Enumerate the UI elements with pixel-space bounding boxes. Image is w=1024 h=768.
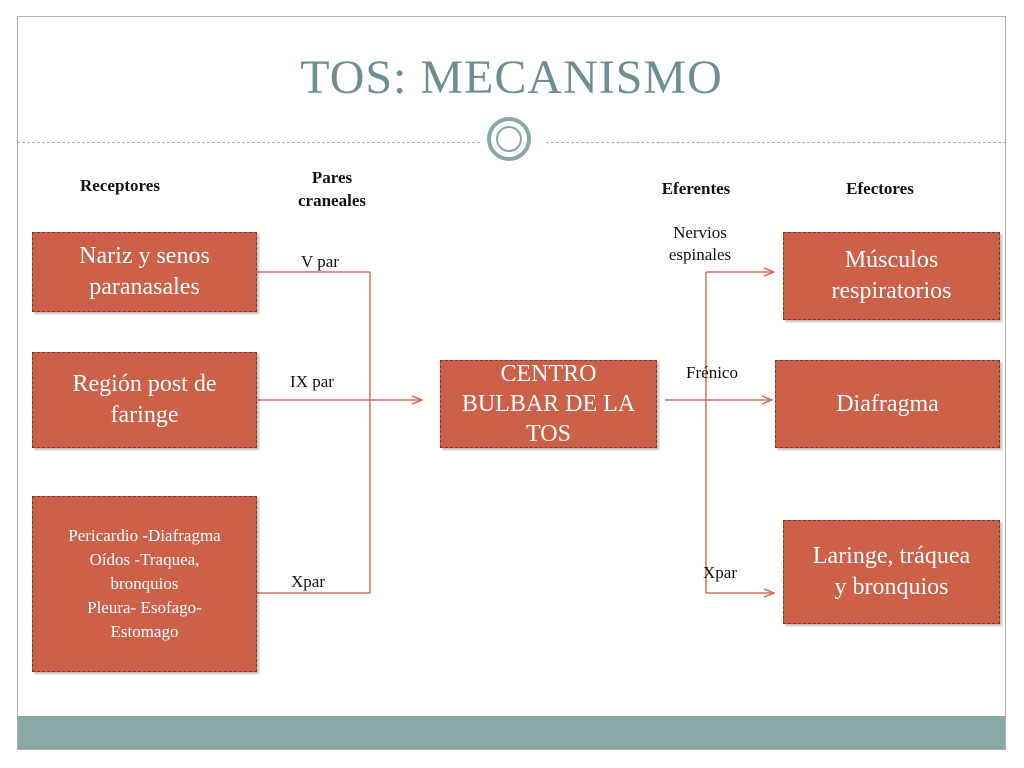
header-receptores: Receptores xyxy=(80,176,160,195)
label-frenico: Frénico xyxy=(686,363,738,382)
receptor-label-nariz: Nariz y senos paranasales xyxy=(79,243,210,300)
label-ix-par: IX par xyxy=(290,372,334,391)
receptor-box-nariz: Nariz y senos paranasales xyxy=(32,232,257,312)
label-v-par: V par xyxy=(301,252,339,271)
receptor-box-otros: Pericardio -Diafragma Oídos -Traquea, br… xyxy=(32,496,257,672)
ring-inner-icon xyxy=(496,126,522,152)
receptor-box-faringe: Región post de faringe xyxy=(32,352,257,448)
effector-box-diafragma: Diafragma xyxy=(775,360,1000,448)
center-box: CENTRO BULBAR DE LA TOS xyxy=(440,360,657,448)
slide-title: TOS: MECANISMO xyxy=(300,51,723,104)
label-nervios-espinales: Nervios espinales xyxy=(668,223,732,264)
label-x-par: Xpar xyxy=(291,572,325,591)
effector-label-laringe: Laringe, tráquea y bronquios xyxy=(812,543,971,600)
header-eferentes: Eferentes xyxy=(661,179,731,198)
ring-ornament-icon xyxy=(487,117,531,161)
effector-label-musculos: Músculos respiratorios xyxy=(831,247,952,304)
effector-box-laringe: Laringe, tráquea y bronquios xyxy=(783,520,1000,624)
effector-box-musculos: Músculos respiratorios xyxy=(783,232,1000,320)
header-efectores: Efectores xyxy=(846,179,914,198)
label-xpar-efferent: Xpar xyxy=(703,563,737,582)
footer-bar xyxy=(18,716,1005,749)
header-pares-craneales: Pares craneales xyxy=(298,168,366,210)
center-label: CENTRO BULBAR DE LA TOS xyxy=(461,361,636,447)
receptor-label-faringe: Región post de faringe xyxy=(72,371,217,428)
effector-label-diafragma: Diafragma xyxy=(836,390,939,417)
slide-frame xyxy=(17,16,1006,750)
receptor-label-otros: Pericardio -Diafragma Oídos -Traquea, br… xyxy=(68,526,221,641)
title-separator-right xyxy=(546,142,1006,143)
title-separator-left xyxy=(17,142,480,143)
